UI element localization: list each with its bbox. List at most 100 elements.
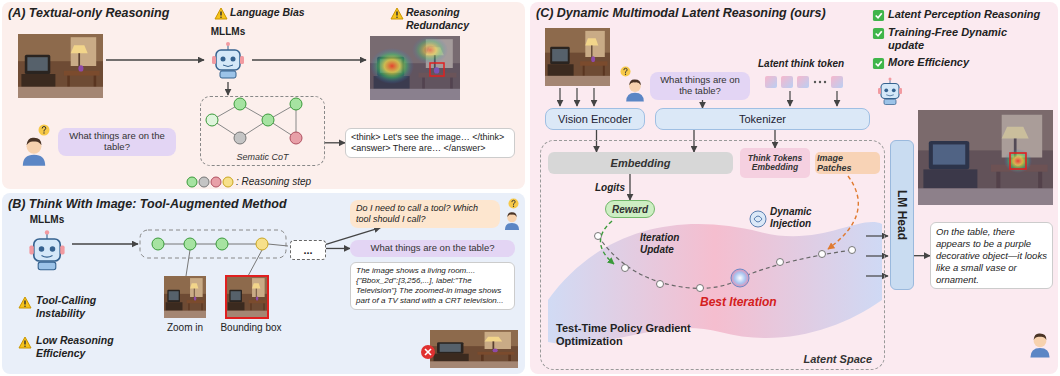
panel-a-art-part — [215, 8, 227, 19]
panel-b-art-part — [226, 276, 268, 318]
label-text: MLLMs — [22, 214, 72, 225]
panel-c-art-part — [831, 76, 843, 88]
panel-c-art-part — [765, 76, 777, 88]
label-text: Best Iteration — [700, 295, 800, 309]
panel-a-art-part — [211, 177, 221, 187]
panel-b-art-part — [184, 238, 196, 250]
encoder-box: Tokenizer — [655, 108, 870, 130]
node-text: Tokenizer — [739, 113, 786, 125]
panel-a-art-part — [199, 177, 209, 187]
panel-c-art-part — [873, 58, 884, 69]
panel-a-art-part — [23, 138, 45, 166]
legend-row: : Reasoning step — [236, 176, 366, 187]
thought-bubble: Do I need to call a tool? Which tool sho… — [350, 200, 500, 228]
panel-b-art-part — [425, 349, 431, 355]
panel-c-art-part — [600, 221, 614, 264]
panel-c-art-part — [814, 81, 816, 83]
node-text: Embedding — [611, 157, 671, 169]
panel-c-art-part — [824, 81, 826, 83]
panel-a-art-part — [391, 8, 403, 19]
answer-box: The image shows a living room.... {"Bbox… — [350, 262, 515, 310]
panel-b-art-part-part — [164, 244, 184, 245]
panel-b-art-part — [140, 230, 286, 258]
panel-c-art-part — [593, 88, 594, 106]
token-box: Think Tokens Embedding — [740, 148, 810, 178]
node-text: Latent Space — [804, 353, 872, 365]
panel-a-art-part — [206, 114, 218, 126]
panel-a-art-part — [212, 42, 244, 78]
panel-b-art-part-part — [248, 250, 262, 276]
encoder-box: Vision Encoder — [545, 108, 645, 130]
panel-c-art-part — [657, 281, 664, 288]
label-text: Test-Time Policy Gradient Optimization — [556, 322, 716, 348]
panel-c-art-part — [819, 251, 826, 258]
label-text: More Efficiency — [888, 56, 1038, 69]
node-text: What things are on the table? — [656, 75, 744, 97]
panel-a-art-part — [223, 177, 233, 187]
node-text: Reward — [612, 204, 648, 215]
embedding-box: Embedding — [548, 152, 733, 174]
panel-a-art-part — [234, 132, 246, 144]
cot-box: Sematic CoT — [200, 96, 325, 166]
answer-box: On the table, there appears to be a purp… — [930, 222, 1053, 289]
panel-a-art-part — [18, 34, 103, 98]
panel-b-art-part — [72, 243, 138, 244]
panel-c-art-part — [781, 76, 793, 88]
panel-c-art-part — [873, 28, 884, 39]
panel-grounds-part — [2, 193, 525, 374]
legend-text: : Reasoning step — [236, 176, 311, 187]
node-text: What things are on the table? — [356, 243, 509, 254]
panel-b-art-part-part — [196, 244, 216, 245]
label-text: Training-Free Dynamic update — [888, 26, 1038, 52]
panel-b-art-part — [19, 297, 31, 308]
panel-b-art-part — [508, 198, 518, 208]
panel-grounds-part — [2, 2, 525, 189]
panel-b-art-part — [256, 238, 268, 250]
panel-c-art-part — [828, 176, 858, 249]
label-text: Tool-Calling Instability — [36, 294, 136, 319]
panel-a-art-part — [290, 98, 302, 110]
panel-a-art-part — [430, 63, 444, 76]
panel-c-art-part — [754, 216, 762, 222]
panel-c-art-part — [1004, 149, 1032, 173]
panel-a-art-part — [187, 177, 197, 187]
panel-c-art-part — [878, 78, 902, 105]
node-text: Vision Encoder — [558, 113, 632, 125]
connector — [325, 142, 345, 143]
panel-c-art-part — [697, 285, 704, 292]
panel-c-art-part — [797, 76, 809, 88]
node-text: The image shows a living room.... {"Bbox… — [356, 266, 509, 306]
panel-c-art-part — [622, 265, 629, 272]
panel-c-art-part — [626, 79, 644, 101]
panel-c-art-part — [620, 66, 630, 76]
panel-a-art-part — [234, 98, 246, 110]
panel-c-art-part — [750, 211, 766, 227]
panel-b-art-part — [505, 212, 519, 230]
panel-c-art — [545, 10, 1053, 358]
panel-grounds-part — [530, 2, 1058, 374]
label-text: MLLMs — [203, 26, 253, 37]
panel-c-art-part — [918, 110, 1053, 205]
node-text: Do I need to call a tool? Which tool sho… — [356, 203, 494, 225]
node-text: On the table, there appears to be a purp… — [936, 226, 1047, 285]
panel-a-art-part — [262, 114, 274, 126]
panel-c-art-part — [918, 110, 1053, 205]
connector — [596, 130, 597, 152]
ellipsis-box: ... — [290, 240, 326, 260]
panel-a-art-part — [370, 36, 460, 100]
panel-c-art-part — [545, 28, 610, 86]
panel-b-art — [19, 198, 519, 368]
panel-a-art — [18, 8, 460, 187]
reward-pill: Reward — [605, 200, 655, 218]
head-box: LM Head — [890, 140, 914, 290]
panel-a-art-part — [370, 48, 414, 84]
panel-c-art-part — [731, 269, 749, 287]
label-text: Iteration Update — [640, 232, 695, 255]
panel-b-art-part — [430, 330, 518, 368]
answer-box: <think> Let's see the image… </think> <a… — [345, 128, 515, 158]
panel-b-art-part-part — [186, 250, 190, 276]
connector — [629, 174, 630, 200]
panel-a-art-part — [290, 132, 302, 144]
